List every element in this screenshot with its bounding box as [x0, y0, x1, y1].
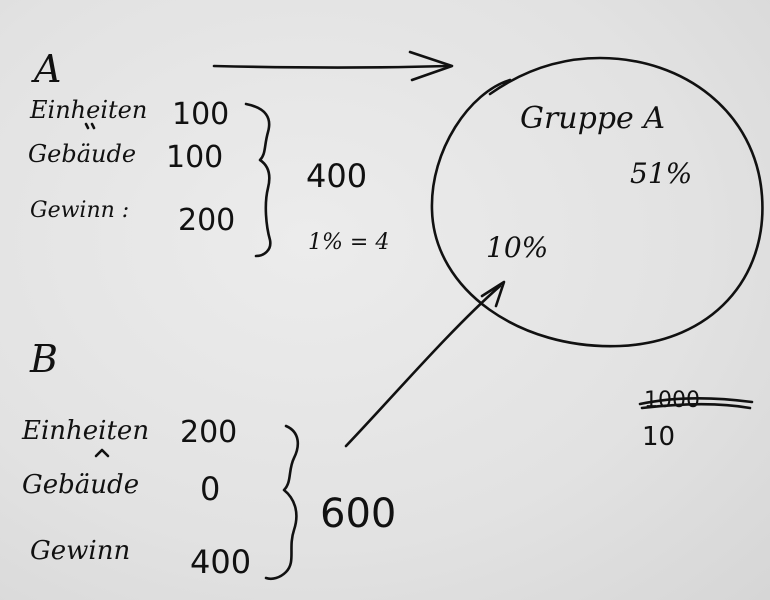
section-b-row-2-value: 0	[200, 470, 221, 508]
section-b-row-3-name: Gewinn	[30, 536, 131, 566]
arrow-a-head	[408, 50, 454, 82]
section-a-row-2-name: Gebäude	[28, 140, 137, 168]
section-b-row-1-value: 200	[180, 415, 238, 450]
side-note-struck: 1000	[644, 388, 700, 413]
section-a-label: A	[34, 47, 62, 91]
section-b-row-3-value: 400	[190, 543, 252, 581]
brace-a	[244, 102, 272, 258]
brace-b	[264, 424, 300, 581]
section-a-row-3-name: Gewinn :	[30, 198, 130, 223]
section-a-note: 1% = 4	[308, 230, 390, 255]
arrow-b-head	[480, 280, 506, 308]
section-b-row-1-name: Einheiten	[22, 416, 150, 446]
side-note-value: 10	[642, 422, 676, 452]
umlaut-mark-b	[94, 448, 110, 458]
section-a-row-1-name: Einheiten	[30, 96, 148, 124]
section-a-row-2-value: 100	[166, 140, 224, 175]
section-b-total: 600	[320, 491, 397, 537]
section-a-total: 400	[306, 157, 368, 195]
group-share-major: 51%	[630, 157, 693, 190]
group-share-minor: 10%	[486, 231, 549, 264]
umlaut-mark-a	[84, 122, 96, 130]
section-b-label: B	[30, 337, 58, 381]
section-a-row-1-value: 100	[172, 97, 230, 132]
section-a-row-3-value: 200	[178, 203, 236, 238]
section-b-row-2-name: Gebäude	[22, 470, 140, 500]
arrow-b-to-share	[344, 284, 502, 448]
arrow-a-to-group	[212, 64, 450, 69]
group-title: Gruppe A	[520, 101, 665, 136]
